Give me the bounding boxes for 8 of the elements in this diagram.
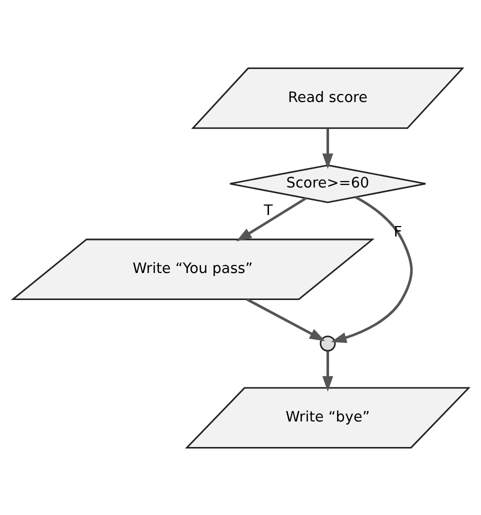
edge-label: T xyxy=(263,202,272,218)
arrow xyxy=(246,298,325,341)
arrow xyxy=(322,128,333,169)
node-diamond: Score>=60 xyxy=(228,164,426,203)
arrow xyxy=(330,196,412,342)
arrow xyxy=(236,196,306,241)
arrow xyxy=(322,350,333,392)
node-circle xyxy=(319,335,336,352)
